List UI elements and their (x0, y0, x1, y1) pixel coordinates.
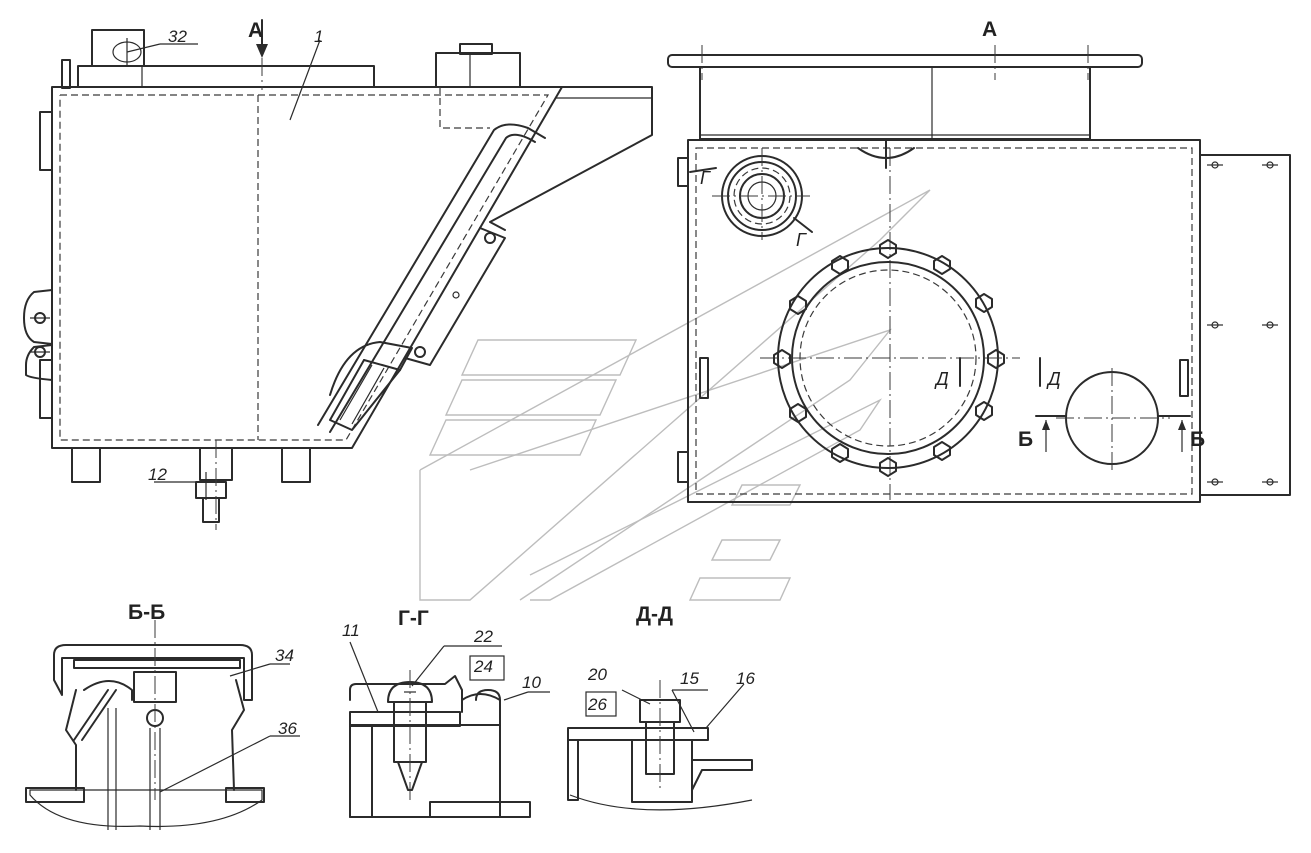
callout-10: 10 (522, 673, 541, 692)
cut-mark-g-top: Г (700, 168, 711, 188)
view-a (667, 45, 1291, 503)
cut-mark-d-left: Д (934, 369, 949, 389)
cut-mark-b-left: Б (1018, 428, 1033, 451)
section-b-title: Б-Б (128, 601, 165, 624)
cut-mark-b-right: Б (1190, 428, 1205, 451)
view-a-title: А (982, 18, 997, 41)
callout-1: 1 (314, 27, 323, 46)
callout-22: 22 (473, 627, 493, 646)
watermark-logo (419, 189, 931, 601)
callout-12: 12 (148, 465, 167, 484)
callout-11: 11 (342, 621, 360, 640)
callout-24: 24 (473, 657, 493, 676)
section-b-b (25, 620, 300, 830)
cover-bolts (773, 239, 1005, 477)
section-d-title: Д-Д (636, 603, 673, 626)
cut-mark-g-bottom: Г (796, 230, 807, 250)
callout-34: 34 (275, 646, 294, 665)
callout-26: 26 (587, 695, 607, 714)
section-d-d (567, 680, 753, 811)
cut-mark-d-right: Д (1046, 369, 1061, 389)
callout-24-box (469, 655, 505, 681)
callout-32: 32 (168, 27, 187, 46)
callout-26-box (585, 691, 617, 717)
side-view (23, 19, 653, 530)
section-g-g (349, 641, 550, 818)
section-g-title: Г-Г (398, 607, 429, 630)
view-a-arrow-label: А (248, 19, 263, 42)
bracket-holes (1207, 161, 1278, 486)
callout-16: 16 (736, 669, 755, 688)
callout-36: 36 (278, 719, 297, 738)
callout-15: 15 (680, 669, 699, 688)
callout-20: 20 (587, 665, 607, 684)
